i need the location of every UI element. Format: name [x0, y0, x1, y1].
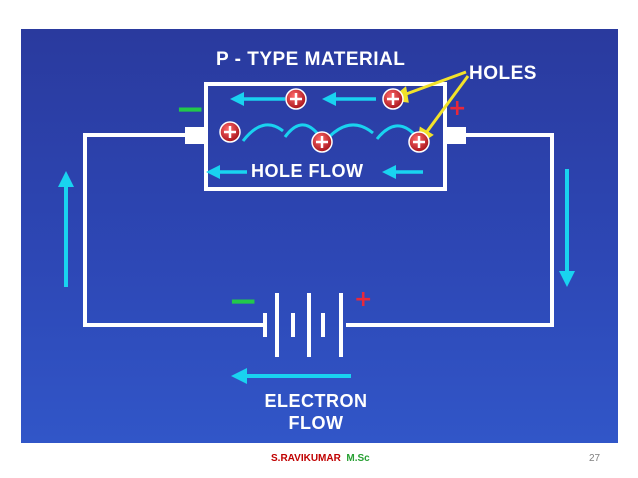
footer-author: S.RAVIKUMAR M.Sc — [271, 453, 370, 464]
hole-hop-arcs — [241, 123, 417, 142]
electron-flow-line2: FLOW — [288, 413, 344, 433]
battery-negative-sign: − — [228, 281, 259, 322]
page-number: 27 — [589, 453, 601, 464]
diagram-panel: P - TYPE MATERIAL HOLES HOLE FLOW ELECTR… — [21, 29, 618, 443]
left-terminal — [185, 127, 206, 144]
author-degree: M.Sc — [346, 453, 370, 464]
electron-flow-label: ELECTRON FLOW — [255, 390, 377, 434]
hole-4 — [311, 131, 333, 153]
battery-symbol — [263, 293, 343, 357]
author-name: S.RAVIKUMAR — [271, 453, 341, 464]
material-positive-sign: + — [448, 96, 467, 121]
hole-2 — [382, 88, 404, 110]
right-terminal — [445, 127, 466, 144]
hole-5 — [408, 131, 430, 153]
p-type-material-label: P - TYPE MATERIAL — [216, 49, 406, 70]
material-negative-sign: − — [175, 89, 206, 130]
right-wire — [346, 133, 554, 327]
hole-flow-label: HOLE FLOW — [251, 161, 364, 181]
circuit-diagram — [58, 70, 575, 384]
hole-1 — [285, 88, 307, 110]
electron-flow-line1: ELECTRON — [264, 391, 368, 411]
left-wire — [83, 133, 265, 327]
battery-positive-sign: + — [354, 287, 373, 312]
holes-label: HOLES — [469, 63, 537, 84]
hole-3 — [219, 121, 241, 143]
